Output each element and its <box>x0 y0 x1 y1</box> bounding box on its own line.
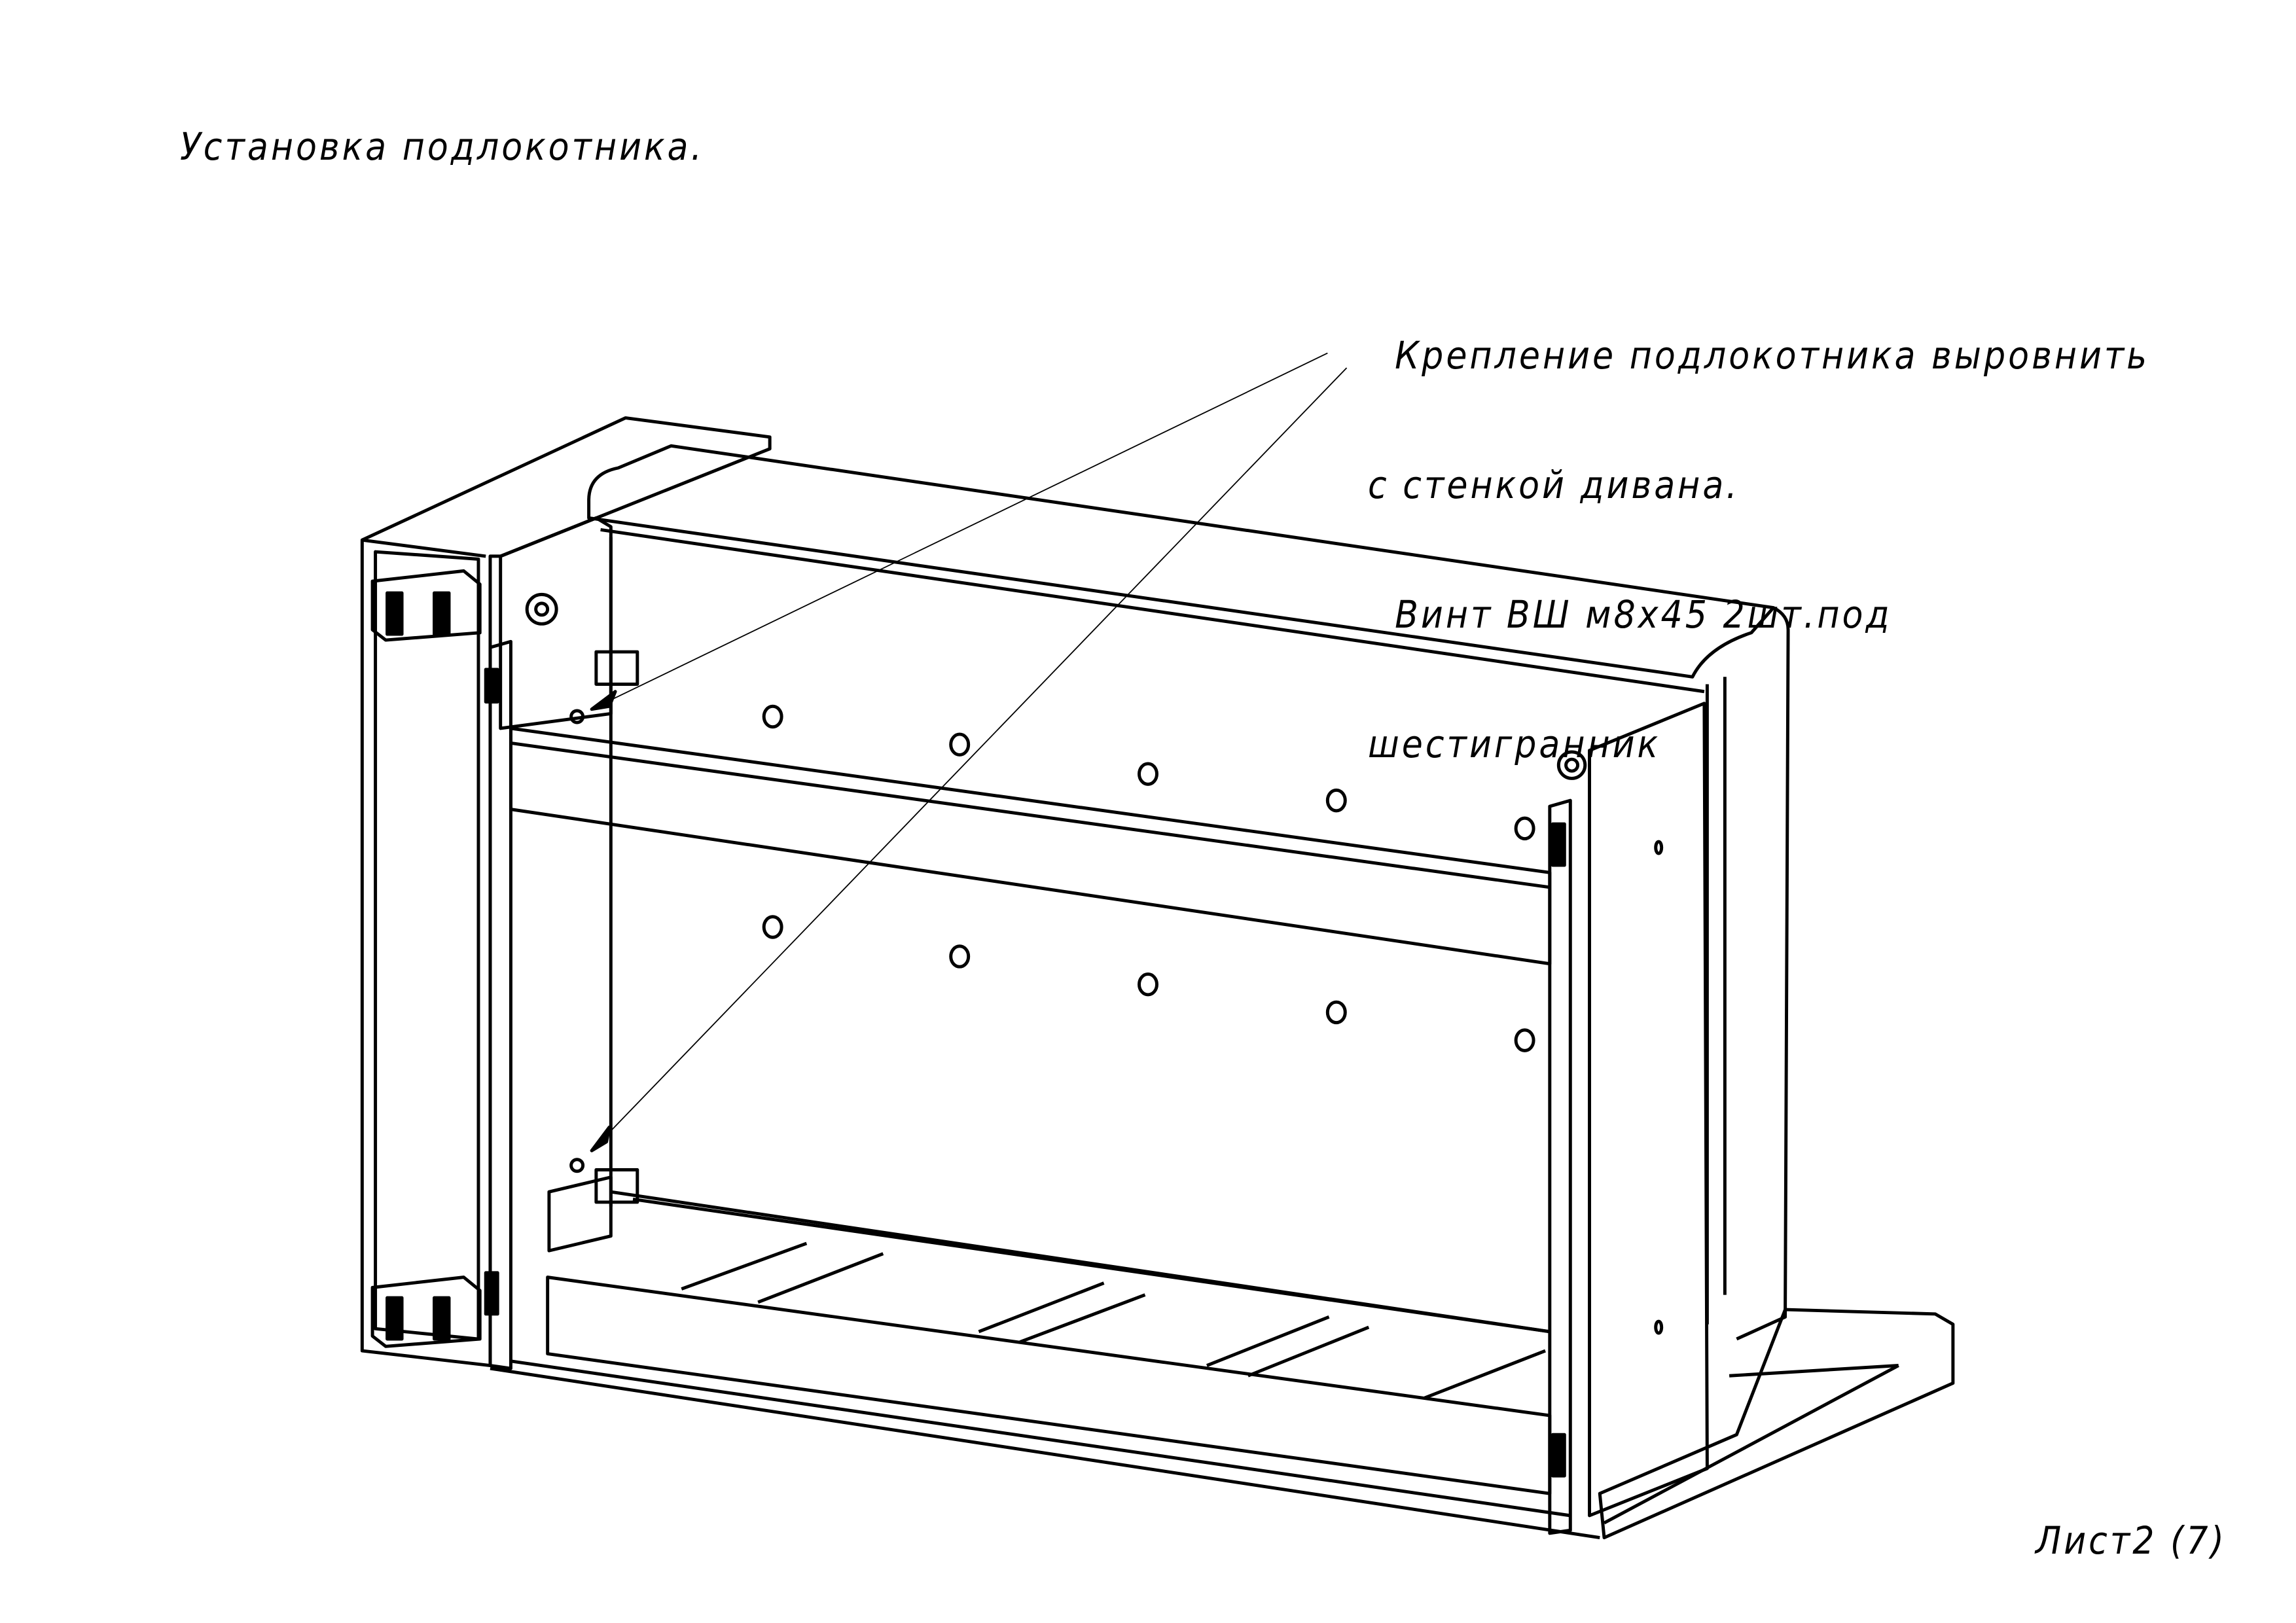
bottom-slats <box>681 1241 1546 1400</box>
front-frame <box>488 639 1600 1540</box>
hinges <box>484 668 1566 1478</box>
note-line: шестигранник <box>1368 722 1661 766</box>
mounting-holes <box>762 704 1535 1052</box>
back-rail <box>587 444 1790 1341</box>
sheet-number: Лист2 (7) <box>2036 1518 2227 1563</box>
note-line: Винт ВШ м8х45 2шт.под <box>1368 592 1892 637</box>
brackets <box>525 592 1587 1253</box>
foot-bottom <box>370 1275 482 1348</box>
back-panel <box>609 537 1551 1334</box>
note-line: Крепление подлокотника выровнить <box>1368 333 2149 378</box>
drawing-title: Установка подлокотника. <box>180 124 705 169</box>
right-armrest <box>1588 702 1955 1540</box>
leader-lines <box>590 352 1348 1152</box>
note-line: с стенкой дивана. <box>1368 463 1740 507</box>
foot-top <box>370 569 482 642</box>
left-armrest <box>360 416 772 1368</box>
assembly-note: Крепление подлокотника выровнить с стенк… <box>1368 247 2149 809</box>
